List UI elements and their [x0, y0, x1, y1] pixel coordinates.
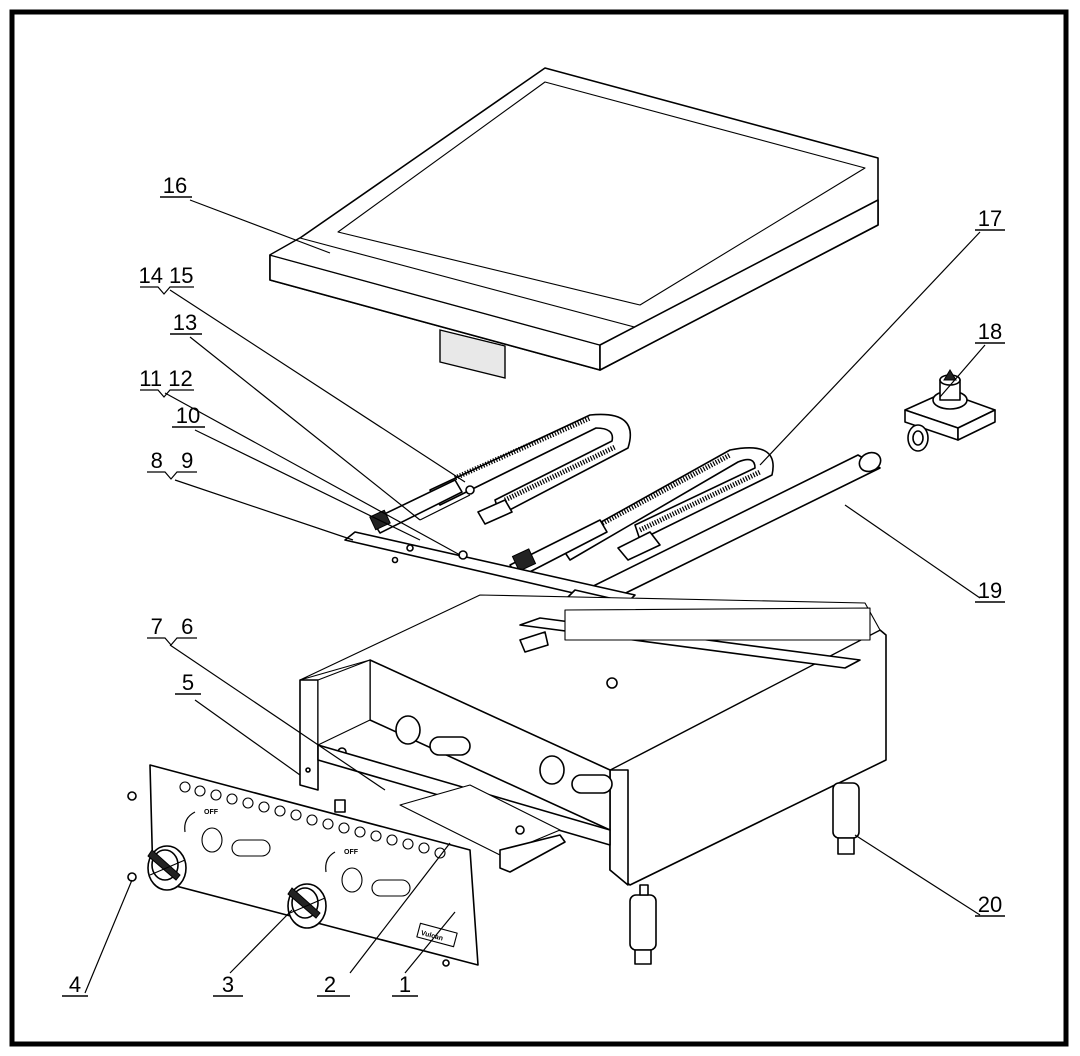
- griddle-plate: [269, 67, 879, 379]
- callout-7-6: 7 6: [147, 614, 197, 646]
- control-knob-left: [147, 845, 187, 891]
- griddle-chassis: [299, 594, 887, 886]
- control-knob-right: [287, 883, 327, 929]
- callout-label: 10: [176, 403, 200, 428]
- callout-label: 20: [978, 892, 1002, 917]
- control-knobs: [147, 845, 327, 929]
- callout-19: 19: [975, 578, 1005, 603]
- panel-screws: [127, 791, 137, 882]
- right-burner: [509, 446, 774, 579]
- callout-label: 11 12: [139, 366, 192, 391]
- callout-label: 14 15: [138, 263, 193, 288]
- callout-17: 17: [975, 206, 1005, 231]
- callout-label: 17: [978, 206, 1002, 231]
- vent-holes: [179, 781, 446, 859]
- diagram-border: [9, 9, 1069, 1047]
- callout-1: 1: [392, 972, 418, 997]
- callout-label: 16: [163, 173, 187, 198]
- callout-label: 8 9: [151, 448, 194, 473]
- callout-label: 18: [978, 319, 1002, 344]
- callout-14-15: 14 15: [138, 263, 194, 295]
- callout-3: 3: [213, 972, 243, 997]
- callout-13: 13: [170, 310, 202, 335]
- leader-lines: [84, 199, 986, 994]
- dial-off-label: OFF: [344, 849, 359, 856]
- front-control-panel: OFF OFF Vulcan: [149, 764, 479, 967]
- callout-label: 4: [69, 972, 81, 997]
- callout-label: 3: [222, 972, 234, 997]
- callout-label: 7 6: [151, 614, 194, 639]
- adjustable-legs: [629, 782, 860, 965]
- callout-5: 5: [175, 670, 201, 695]
- callout-8-9: 8 9: [147, 448, 197, 480]
- callout-4: 4: [62, 972, 88, 997]
- callout-2: 2: [317, 972, 350, 997]
- callout-16: 16: [160, 173, 192, 198]
- callout-label: 19: [978, 578, 1002, 603]
- gas-regulator: [904, 369, 996, 452]
- dial-off-label: OFF: [204, 809, 219, 816]
- callout-label: 13: [173, 310, 197, 335]
- callout-18: 18: [975, 319, 1005, 344]
- callout-label: 5: [182, 670, 194, 695]
- callout-20: 20: [975, 892, 1005, 917]
- callout-label: 1: [399, 972, 411, 997]
- callout-11-12: 11 12: [139, 366, 194, 398]
- callout-label: 2: [324, 972, 336, 997]
- left-burner: [369, 413, 632, 534]
- callout-10: 10: [172, 403, 205, 428]
